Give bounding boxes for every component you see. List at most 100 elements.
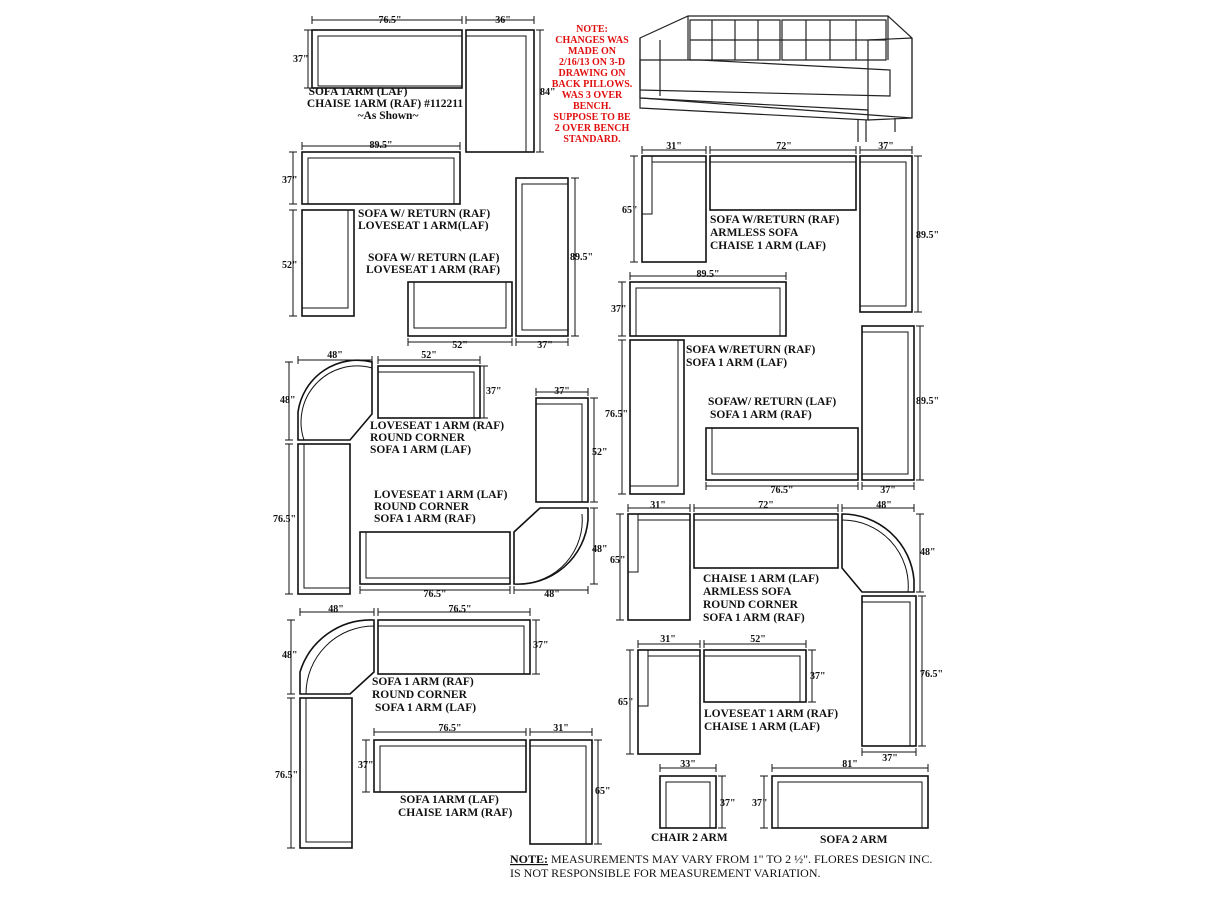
dim-label: 72"	[776, 141, 792, 152]
dim-label: 89.5"	[369, 140, 392, 151]
note-line: DRAWING ON	[559, 68, 627, 79]
dim-label: 37"	[533, 640, 549, 651]
dim-label: 31"	[660, 634, 676, 645]
config-label: SOFA 2 ARM	[820, 834, 888, 846]
dim-label: 76.5"	[423, 589, 446, 600]
config-label: SOFA 1 ARM (RAF)	[703, 612, 805, 624]
config-label: SOFA W/ RETURN (RAF)	[358, 208, 490, 220]
config-label: SOFA 1 ARM (LAF)	[686, 357, 787, 369]
config-loveseat-corner-sofa-a: 48" 52" 48" 37" 76.5" LOVESEAT 1 ARM (RA…	[273, 350, 504, 595]
dim-label: 37"	[878, 141, 894, 152]
config-label: SOFA W/RETURN (RAF)	[710, 214, 839, 226]
config-sofa-2-arm: 81" 37" SOFA 2 ARM	[752, 759, 929, 846]
svg-text:SOFA 1ARM (LAF)CHAISE 1ARM (RA: SOFA 1ARM (LAF)CHAISE 1ARM (RAF) #112211…	[307, 86, 463, 122]
dim-label: 65"	[622, 205, 638, 216]
dim-label: 31"	[666, 141, 682, 152]
dim-label: 48"	[592, 544, 608, 555]
config-label: LOVESEAT 1 ARM (RAF)	[704, 708, 838, 720]
dim-label: 48"	[328, 604, 344, 615]
config-label: SOFA 1 ARM (LAF)	[370, 444, 471, 456]
svg-text:SOFA W/ RETURN (LAF)LOVESEAT: SOFA W/ RETURN (LAF)LOVESEAT 1 ARM (RAF)	[366, 252, 500, 276]
config-label: CHAISE 1 ARM (LAF)	[704, 721, 820, 733]
config-label: SOFAW/ RETURN (LAF)	[708, 396, 836, 408]
config-label: CHAISE 1 ARM (LAF)	[703, 573, 819, 585]
config-label: ~As Shown~	[358, 110, 419, 122]
config-label: CHAISE 1 ARM (LAF)	[710, 240, 826, 252]
config-label: ARMLESS SOFA	[710, 227, 799, 239]
config-chaise-armless-corner-sofa: 31" 72" 48" 65" 48" 76.5" 37" CHAISE 1 A…	[610, 500, 943, 764]
svg-text:SOFA W/RETURN (RAF)SOFA 1 ARM: SOFA W/RETURN (RAF)SOFA 1 ARM (LAF)	[686, 344, 815, 369]
config-label: SOFA 1 ARM (LAF)	[375, 702, 476, 714]
dim-label: 76.5"	[770, 485, 793, 496]
dim-label: 37"	[880, 485, 896, 496]
footer-line1: MEASUREMENTS MAY VARY FROM 1" TO 2 ½". F…	[548, 852, 932, 866]
dim-label: 76.5"	[448, 604, 471, 615]
dim-label: 52"	[750, 634, 766, 645]
dim-label: 37"	[282, 175, 298, 186]
config-sofa-chaise-b: 76.5" 31" 37" 65" SOFA 1ARM (LAF)CHAISE …	[358, 723, 611, 845]
config-sofa-corner-sofa: 48" 76.5" 48" 37" 76.5" SOFA 1 ARM (RAF)…	[275, 604, 549, 849]
dim-label: 48"	[920, 547, 936, 558]
config-sofa-return-sofa-b: 76.5" 37" 89.5" SOFAW/ RETURN (LAF)SOFA …	[705, 325, 939, 496]
dim-label: 37"	[486, 386, 502, 397]
note-line: 2/16/13 ON 3-D	[559, 57, 625, 68]
config-sofa-return-loveseat-a: 89.5" 37" 52" SOFA W/ RETURN (RAF)LOVESE…	[282, 140, 490, 317]
config-sofa-return-loveseat-b: 52" 37" 89.5" SOFA W/ RETURN (LAF)LOVESE…	[366, 177, 593, 351]
svg-text:LOVESEAT 1 ARM (RAF)CHAISE 1 A: LOVESEAT 1 ARM (RAF)CHAISE 1 ARM (LAF)	[704, 708, 838, 733]
dim-label: 33"	[680, 759, 696, 770]
dim-label: 48"	[544, 589, 560, 600]
dim-label: 76.5"	[275, 770, 298, 781]
dim-label: 65"	[618, 697, 634, 708]
dim-label: 76.5"	[920, 669, 943, 680]
dim-label: 37"	[611, 304, 627, 315]
dim-label: 48"	[327, 350, 343, 361]
dim-label: 52"	[592, 447, 608, 458]
dim-label: 37"	[720, 798, 736, 809]
dim-label: 48"	[282, 650, 298, 661]
sofa-3d-illustration	[639, 15, 913, 142]
note-line: WAS 3 OVER	[562, 90, 623, 101]
config-label: LOVESEAT 1 ARM (RAF)	[370, 420, 504, 432]
dim-label: 89.5"	[916, 396, 939, 407]
config-label: LOVESEAT 1 ARM(LAF)	[358, 220, 489, 232]
dim-label: 52"	[282, 260, 298, 271]
dim-label: 65"	[610, 555, 626, 566]
config-label: ROUND CORNER	[703, 599, 799, 611]
dim-label: 37"	[358, 760, 374, 771]
config-sofa-return-sofa-a: 89.5" 37" 76.5" SOFA W/RETURN (RAF)SOFA …	[605, 269, 815, 495]
config-label: SOFA 1 ARM (RAF)	[372, 676, 474, 688]
dim-label: 52"	[421, 350, 437, 361]
config-label: ARMLESS SOFA	[703, 586, 792, 598]
config-label: SOFA 1 ARM (RAF)	[374, 513, 476, 525]
dim-label: 65"	[595, 786, 611, 797]
config-label: LOVESEAT 1 ARM (RAF)	[366, 264, 500, 276]
config-label: SOFA 1 ARM (RAF)	[710, 409, 812, 421]
dim-label: 81"	[842, 759, 858, 770]
footer-line2: IS NOT RESPONSIBLE FOR MEASUREMENT VARIA…	[510, 866, 821, 880]
dim-label: 37"	[882, 753, 898, 764]
footer-note: NOTE: MEASUREMENTS MAY VARY FROM 1" TO 2…	[510, 852, 932, 880]
svg-text:SOFAW/ RETURN (LAF)SOFA 1 ARM: SOFAW/ RETURN (LAF)SOFA 1 ARM (RAF)	[708, 396, 836, 421]
note-line: BACK PILLOWS.	[552, 79, 633, 90]
dim-label: 37"	[810, 671, 826, 682]
dim-label: 48"	[876, 500, 892, 511]
config-chaise-armless-sofa-return: 31" 72" 37" 65" 89.5" SOFA W/RETURN (RAF…	[622, 141, 939, 313]
dim-label: 48"	[280, 395, 296, 406]
dim-label: 37"	[554, 386, 570, 397]
config-label: ROUND CORNER	[372, 689, 468, 701]
svg-text:NOTE: MEASUREMENTS MAY VARY FR: NOTE: MEASUREMENTS MAY VARY FROM 1" TO 2…	[510, 852, 932, 866]
dim-label: 89.5"	[696, 269, 719, 280]
dim-label: 76.5"	[438, 723, 461, 734]
config-loveseat-corner-sofa-b: 37" 52" 48" 76.5" 48" LOVESEAT 1 ARM (LA…	[359, 386, 608, 600]
dim-label: 76.5"	[605, 409, 628, 420]
note-line: 2 OVER BENCH	[555, 123, 630, 134]
note-line: SUPPOSE TO BE	[553, 112, 631, 123]
config-label: ROUND CORNER	[370, 432, 466, 444]
dim-label: 89.5"	[570, 252, 593, 263]
dim-label: 36"	[495, 15, 511, 26]
